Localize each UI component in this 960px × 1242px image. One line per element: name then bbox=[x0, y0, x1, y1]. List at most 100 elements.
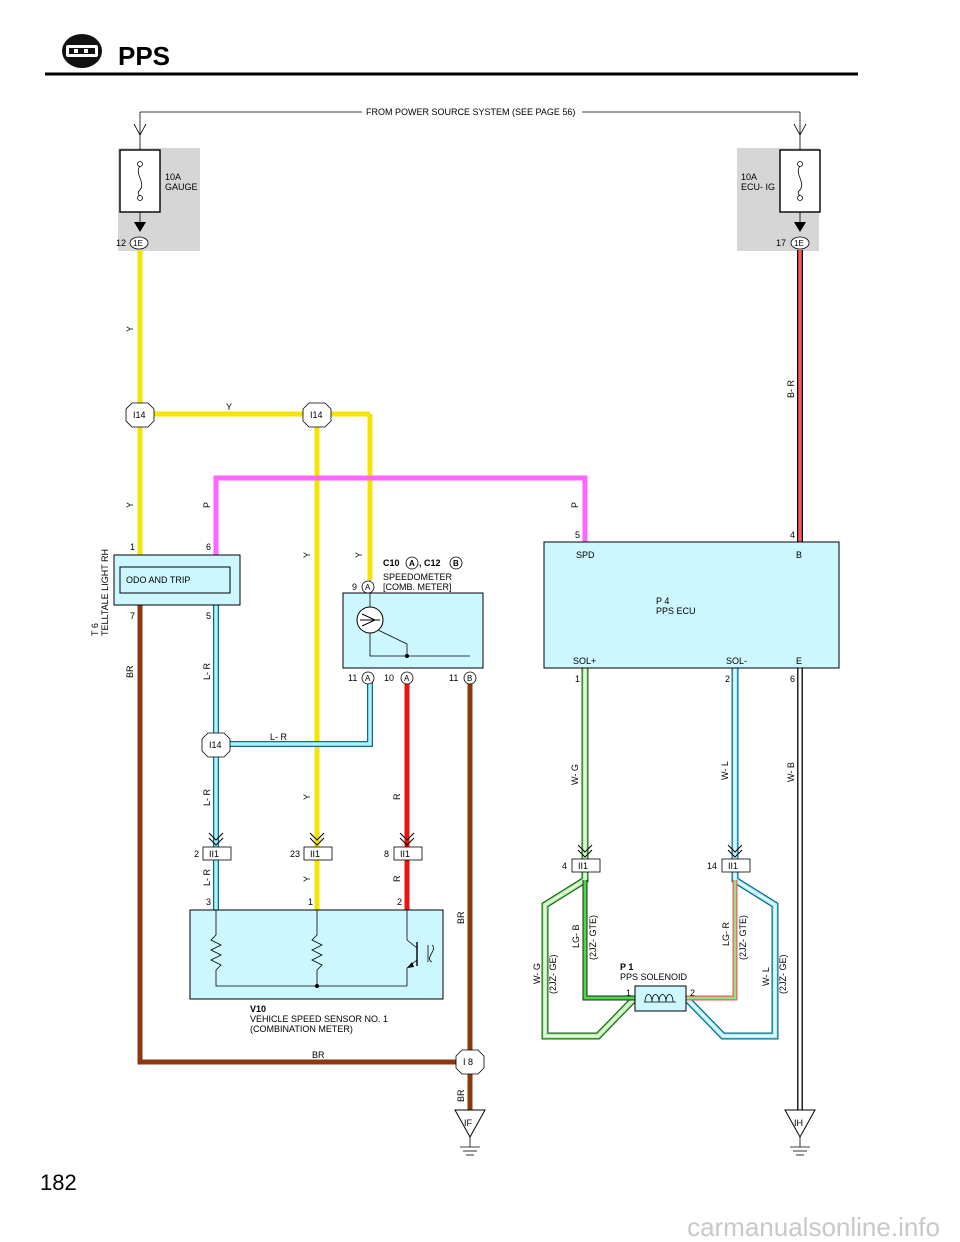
svg-text:IF: IF bbox=[464, 1118, 473, 1128]
svg-text:A: A bbox=[365, 674, 371, 683]
wire-lgr bbox=[686, 880, 738, 1001]
ecu-pin-2: 2 bbox=[725, 674, 730, 684]
ecu-terminal-b: B bbox=[796, 550, 802, 560]
wire-wl bbox=[683, 668, 779, 1040]
label-ge-1: (2JZ- GE) bbox=[548, 954, 558, 994]
fuse-ecu-ig-name: ECU- IG bbox=[741, 182, 775, 192]
svg-text:II1: II1 bbox=[310, 849, 320, 859]
sensor-name2: (COMBINATION METER) bbox=[250, 1024, 353, 1034]
label-lr-3: L- R bbox=[202, 788, 212, 806]
page-number: 182 bbox=[40, 1170, 77, 1195]
label-y-4: Y bbox=[302, 552, 312, 558]
svg-text:A: A bbox=[365, 583, 371, 592]
ecu-pin-6: 6 bbox=[790, 674, 795, 684]
connector-pin-4: 4 bbox=[562, 861, 567, 871]
label-ge-2: (2JZ- GE) bbox=[778, 954, 788, 994]
sensor-name1: VEHICLE SPEED SENSOR NO. 1 bbox=[250, 1014, 388, 1024]
junction-i8: I 8 bbox=[455, 1049, 485, 1075]
label-wg-2: W- G bbox=[532, 963, 542, 984]
connector-ii1-14: II1 14 bbox=[707, 844, 751, 873]
t6-pin-6: 6 bbox=[206, 542, 211, 552]
label-wg-1: W- G bbox=[570, 764, 580, 785]
svg-text:A: A bbox=[404, 674, 410, 683]
fuse-gauge-name: GAUGE bbox=[165, 182, 198, 192]
connector-ii1-8: II1 8 bbox=[384, 832, 423, 861]
svg-text:IH: IH bbox=[794, 1118, 803, 1128]
connector-ii1-2: II1 2 bbox=[194, 832, 232, 861]
wire-lgb bbox=[582, 880, 635, 1001]
power-source: FROM POWER SOURCE SYSTEM (SEE PAGE 56) bbox=[133, 107, 807, 136]
fuse-gauge-rating: 10A bbox=[165, 172, 181, 182]
ground-if: IF bbox=[454, 1109, 486, 1156]
ground-ih: IH bbox=[784, 1109, 816, 1156]
svg-text:I14: I14 bbox=[209, 740, 222, 750]
speedometer-pin-9: 9 bbox=[352, 582, 357, 592]
label-p-2: P bbox=[570, 502, 580, 508]
t6-inner-label: ODO AND TRIP bbox=[126, 575, 190, 585]
component-speed-sensor: 3 1 2 V10 VEHICLE SPEED SENSOR NO. 1 (CO… bbox=[189, 897, 444, 1034]
sensor-pin-1: 1 bbox=[308, 897, 313, 907]
junction-i14-mid: I14 bbox=[302, 402, 332, 428]
ecu-terminal-sol-plus: SOL+ bbox=[573, 656, 596, 666]
svg-text:II1: II1 bbox=[400, 849, 410, 859]
watermark: carmanualsonline.info bbox=[687, 1212, 940, 1242]
fuse-ecu-ig-connector: 1E bbox=[794, 239, 804, 248]
ecu-terminal-spd: SPD bbox=[576, 550, 595, 560]
connector-pin-2: 2 bbox=[194, 849, 199, 859]
fuse-ecu-ig-pin: 17 bbox=[776, 238, 786, 248]
speedometer-pin-11b: 11 bbox=[449, 673, 458, 683]
label-lgr: LG- R bbox=[721, 921, 731, 946]
fuse-ecu-ig: 10A ECU- IG 17 1E bbox=[737, 135, 821, 251]
power-source-label: FROM POWER SOURCE SYSTEM (SEE PAGE 56) bbox=[366, 107, 575, 117]
ecu-terminal-e: E bbox=[796, 656, 802, 666]
label-br-4: BR bbox=[456, 1089, 466, 1102]
solenoid-pin-1: 1 bbox=[626, 988, 631, 998]
label-y-6: Y bbox=[302, 794, 312, 800]
wire-lr bbox=[213, 605, 373, 910]
wire-wg bbox=[541, 668, 638, 1040]
connector-pin-8: 8 bbox=[384, 849, 389, 859]
page-title: PPS bbox=[118, 41, 170, 71]
label-br-2: BR bbox=[456, 911, 466, 924]
speedometer-pin-10: 10 bbox=[384, 673, 394, 683]
connector-ii1-23: II1 23 bbox=[290, 832, 333, 861]
t6-name: TELLTALE LIGHT RH bbox=[100, 549, 110, 636]
svg-text:I14: I14 bbox=[133, 410, 146, 420]
label-r-2: R bbox=[392, 875, 402, 882]
component-speedometer: C10 A , C12 B SPEEDOMETER [COMB. METER] … bbox=[342, 556, 484, 685]
t6-code: T 6 bbox=[90, 623, 100, 636]
solenoid-code: P 1 bbox=[620, 962, 633, 972]
ecu-pin-1: 1 bbox=[575, 674, 580, 684]
sensor-pin-3: 3 bbox=[206, 897, 211, 907]
label-gte-2: (2JZ- GTE) bbox=[738, 915, 748, 960]
ecu-pin-4: 4 bbox=[790, 530, 795, 540]
header: PPS bbox=[45, 34, 858, 76]
label-br-3: BR bbox=[312, 1050, 325, 1060]
label-y-1: Y bbox=[125, 326, 135, 332]
label-br-1: BR bbox=[125, 665, 135, 678]
junction-i14-left: I14 bbox=[125, 402, 155, 428]
label-wb: W- B bbox=[786, 762, 796, 782]
ecu-pin-5: 5 bbox=[575, 530, 580, 540]
label-y-5: Y bbox=[354, 552, 364, 558]
label-br2: B- R bbox=[786, 379, 796, 398]
label-gte-1: (2JZ- GTE) bbox=[588, 915, 598, 960]
svg-text:A: A bbox=[409, 559, 415, 568]
t6-pin-7: 7 bbox=[130, 611, 135, 621]
speedometer-code-c10: C10 bbox=[383, 558, 400, 568]
speedometer-name2: [COMB. METER] bbox=[383, 582, 452, 592]
component-pps-ecu: SPD B P 4 PPS ECU SOL+ SOL- E 5 4 1 2 6 bbox=[543, 530, 840, 684]
label-y-3: Y bbox=[125, 502, 135, 508]
solenoid-name: PPS SOLENOID bbox=[620, 972, 688, 982]
fuse-gauge-connector: 1E bbox=[133, 239, 143, 248]
connector-pin-23: 23 bbox=[290, 849, 300, 859]
wire-p bbox=[213, 475, 588, 555]
svg-text:II1: II1 bbox=[728, 861, 738, 871]
svg-text:B: B bbox=[467, 674, 472, 683]
speedometer-code-c12: , C12 bbox=[419, 558, 441, 568]
label-wl-2: W- L bbox=[761, 967, 771, 986]
connector-ii1-4: II1 4 bbox=[562, 844, 601, 873]
label-lgb: LG- B bbox=[571, 924, 581, 948]
component-t6: ODO AND TRIP 1 6 7 5 T 6 TELLTALE LIGHT … bbox=[90, 542, 241, 636]
wire-br-left bbox=[137, 605, 470, 1065]
